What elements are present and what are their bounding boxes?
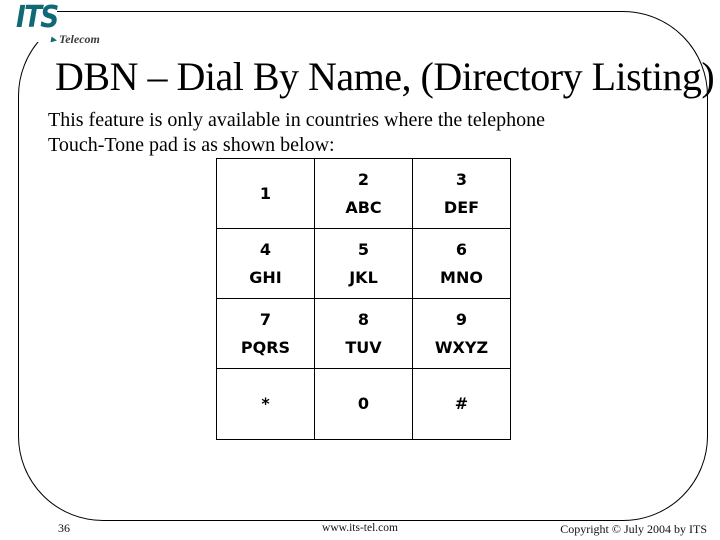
- key-digit: 1: [259, 183, 272, 203]
- key-digit: *: [261, 394, 270, 413]
- logo-sub-brand-text: Telecom: [59, 32, 100, 46]
- keypad-key-star: *: [216, 368, 315, 440]
- key-letters: WXYZ: [434, 337, 489, 357]
- key-letters: JKL: [349, 267, 378, 287]
- key-letters: GHI: [249, 267, 282, 287]
- page-number: 36: [58, 521, 70, 535]
- footer-copyright: Copyright © July 2004 by ITS: [560, 522, 707, 536]
- logo-rule-line: [57, 11, 121, 12]
- key-letters: MNO: [440, 267, 483, 287]
- key-digit: #: [454, 394, 469, 413]
- keypad-row-4: * 0 #: [216, 368, 511, 440]
- page-title: DBN – Dial By Name, (Directory Listing): [55, 54, 715, 99]
- keypad-key-0: 0: [314, 368, 413, 440]
- arrow-right-icon: [50, 36, 58, 44]
- key-letters: ABC: [345, 197, 382, 217]
- its-telecom-logo: ITS Telecom: [16, 2, 126, 48]
- key-letters: PQRS: [240, 337, 291, 357]
- logo-background-mask: [0, 0, 112, 42]
- key-letters: DEF: [443, 197, 480, 217]
- key-digit: 7: [259, 309, 272, 329]
- slide-border: [18, 11, 708, 521]
- key-digit: 5: [357, 239, 370, 259]
- key-digit: 0: [357, 394, 370, 413]
- body-line-2: Touch-Tone pad is as shown below:: [48, 134, 335, 156]
- logo-sub-brand: Telecom: [50, 32, 100, 46]
- key-digit: 3: [455, 169, 468, 189]
- key-digit: 9: [455, 309, 468, 329]
- key-digit: 2: [357, 169, 370, 189]
- key-letters: TUV: [345, 337, 382, 357]
- key-digit: 4: [259, 239, 272, 259]
- footer-website: www.its-tel.com: [322, 522, 398, 534]
- key-digit: 6: [455, 239, 468, 259]
- logo-brand-text: ITS: [16, 0, 59, 35]
- body-line-1: This feature is only available in countr…: [48, 109, 546, 131]
- key-digit: 8: [357, 309, 370, 329]
- slide-body-text: This feature is only available in countr…: [48, 108, 545, 158]
- keypad-key-1: 1: [216, 158, 315, 229]
- keypad-key-hash: #: [412, 368, 511, 440]
